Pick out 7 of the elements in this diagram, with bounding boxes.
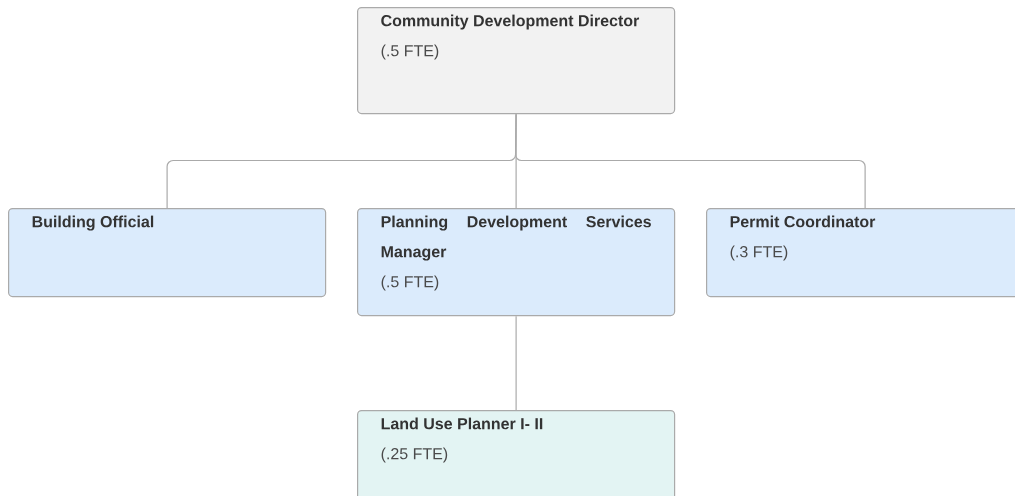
connector-line [515, 315, 517, 411]
org-box: Permit Coordinator (.3 FTE) [706, 208, 1015, 298]
org-box: Building Official [8, 208, 327, 298]
org-box: Planning Development Services Manager (.5 FTE) [357, 208, 676, 317]
org-box: Land Use Planner I- II (.25 FTE) [357, 410, 676, 496]
connector-line [515, 113, 866, 209]
org-box: Community Development Director (.5 FTE) [357, 7, 676, 115]
